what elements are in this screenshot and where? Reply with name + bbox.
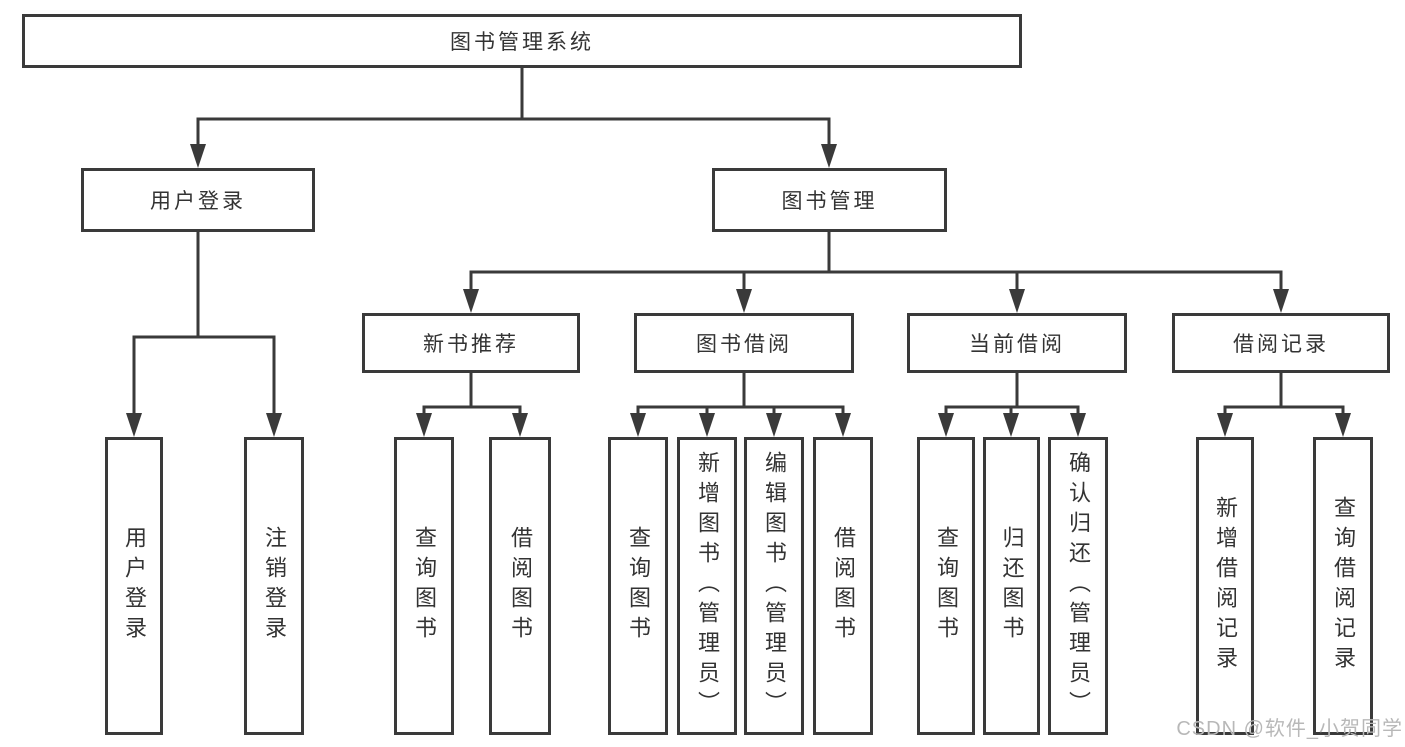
node-user-login-label: 用户登录 — [150, 190, 246, 213]
leaf-borrow-query-books-label: 查询图书 — [626, 526, 651, 646]
leaf-logout-label: 注销登录 — [262, 526, 287, 646]
node-user-login: 用户登录 — [81, 168, 315, 232]
leaf-current-query-books-label: 查询图书 — [934, 526, 959, 646]
leaf-borrow-edit-books-admin: 编辑图书（管理员） — [744, 437, 804, 735]
node-book-management-label: 图书管理 — [781, 190, 878, 213]
leaf-borrow-borrow-books: 借阅图书 — [813, 437, 873, 735]
node-book-borrow: 图书借阅 — [634, 313, 854, 373]
leaf-borrow-add-books-admin-label: 新增图书（管理员） — [695, 451, 720, 721]
leaf-borrow-borrow-books-label: 借阅图书 — [831, 526, 856, 646]
arrowheads — [126, 144, 1351, 437]
leaf-current-return-books-label: 归还图书 — [999, 526, 1025, 646]
root-node: 图书管理系统 — [22, 14, 1022, 68]
node-book-management: 图书管理 — [712, 168, 947, 232]
leaf-current-confirm-return-admin: 确认归还（管理员） — [1048, 437, 1108, 735]
node-current-borrow: 当前借阅 — [907, 313, 1127, 373]
leaf-borrow-edit-books-admin-label: 编辑图书（管理员） — [762, 451, 787, 721]
leaf-current-confirm-return-admin-label: 确认归还（管理员） — [1066, 451, 1091, 721]
leaf-user-login-label: 用户登录 — [122, 526, 147, 646]
node-borrow-records: 借阅记录 — [1172, 313, 1390, 373]
leaf-record-query-borrow-record: 查询借阅记录 — [1313, 437, 1373, 735]
node-new-book-recommend-label: 新书推荐 — [423, 333, 519, 356]
leaf-borrow-query-books: 查询图书 — [608, 437, 668, 735]
leaf-current-return-books: 归还图书 — [983, 437, 1040, 735]
leaf-newbook-query-books: 查询图书 — [394, 437, 454, 735]
leaf-record-add-borrow-record: 新增借阅记录 — [1196, 437, 1254, 735]
leaf-user-login: 用户登录 — [105, 437, 163, 735]
root-node-label: 图书管理系统 — [450, 31, 594, 54]
leaf-current-query-books: 查询图书 — [917, 437, 975, 735]
leaf-newbook-query-books-label: 查询图书 — [412, 526, 437, 646]
leaf-record-add-borrow-record-label: 新增借阅记录 — [1213, 496, 1238, 676]
node-book-borrow-label: 图书借阅 — [696, 333, 792, 356]
node-new-book-recommend: 新书推荐 — [362, 313, 580, 373]
node-current-borrow-label: 当前借阅 — [969, 333, 1065, 356]
leaf-record-query-borrow-record-label: 查询借阅记录 — [1331, 496, 1356, 676]
leaf-newbook-borrow-books-label: 借阅图书 — [508, 526, 533, 646]
leaf-borrow-add-books-admin: 新增图书（管理员） — [677, 437, 737, 735]
leaf-logout: 注销登录 — [244, 437, 304, 735]
node-borrow-records-label: 借阅记录 — [1233, 333, 1329, 356]
leaf-newbook-borrow-books: 借阅图书 — [489, 437, 551, 735]
watermark-text: CSDN @软件_小贺同学 — [1176, 718, 1403, 740]
